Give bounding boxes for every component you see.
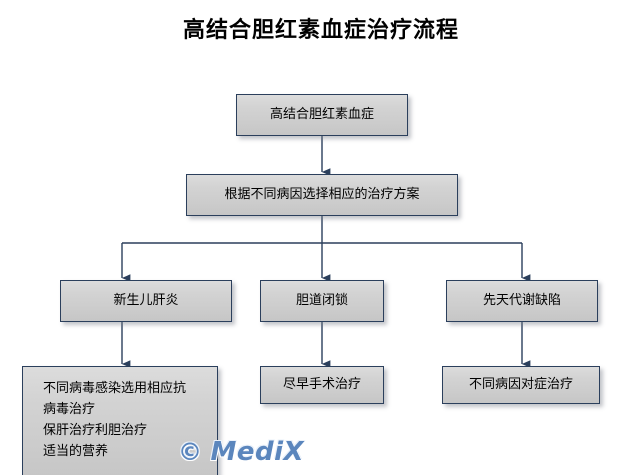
node-label-line-3: 保肝治疗利胆治疗 [43, 423, 148, 438]
node-label-lines: 不同病毒感染选用相应抗 病毒治疗 保肝治疗利胆治疗 适当的营养 [43, 378, 186, 462]
node-label: 不同病因对症治疗 [468, 377, 573, 392]
node-label: 根据不同病因选择相应的治疗方案 [224, 187, 420, 202]
node-label: 高结合胆红素血症 [269, 107, 374, 122]
node-congenital-metabolic-defect[interactable]: 先天代谢缺陷 [446, 280, 598, 322]
node-label-line-1: 不同病毒感染选用相应抗 [43, 381, 187, 396]
node-high-conjugated-bilirubinemia[interactable]: 高结合胆红素血症 [236, 94, 408, 136]
watermark: © MediX [178, 437, 304, 467]
watermark-text: MediX [210, 437, 305, 467]
node-label-line-4: 适当的营养 [43, 444, 109, 459]
node-antiviral-hepatoprotective-nutrition[interactable]: 不同病毒感染选用相应抗 病毒治疗 保肝治疗利胆治疗 适当的营养 [22, 366, 218, 475]
node-label-line-2: 病毒治疗 [43, 402, 96, 417]
page-title: 高结合胆红素血症治疗流程 [182, 18, 459, 43]
node-neonatal-hepatitis[interactable]: 新生儿肝炎 [60, 280, 232, 322]
node-symptomatic-treatment[interactable]: 不同病因对症治疗 [442, 366, 600, 404]
node-label: 新生儿肝炎 [113, 293, 179, 308]
node-label: 胆道闭锁 [295, 293, 348, 308]
node-label: 尽早手术治疗 [282, 377, 361, 392]
node-biliary-atresia[interactable]: 胆道闭锁 [260, 280, 384, 322]
node-treatment-strategy-by-etiology[interactable]: 根据不同病因选择相应的治疗方案 [186, 174, 458, 216]
node-early-surgery[interactable]: 尽早手术治疗 [260, 366, 384, 404]
copyright-icon: © [178, 438, 203, 466]
node-label: 先天代谢缺陷 [482, 293, 561, 308]
